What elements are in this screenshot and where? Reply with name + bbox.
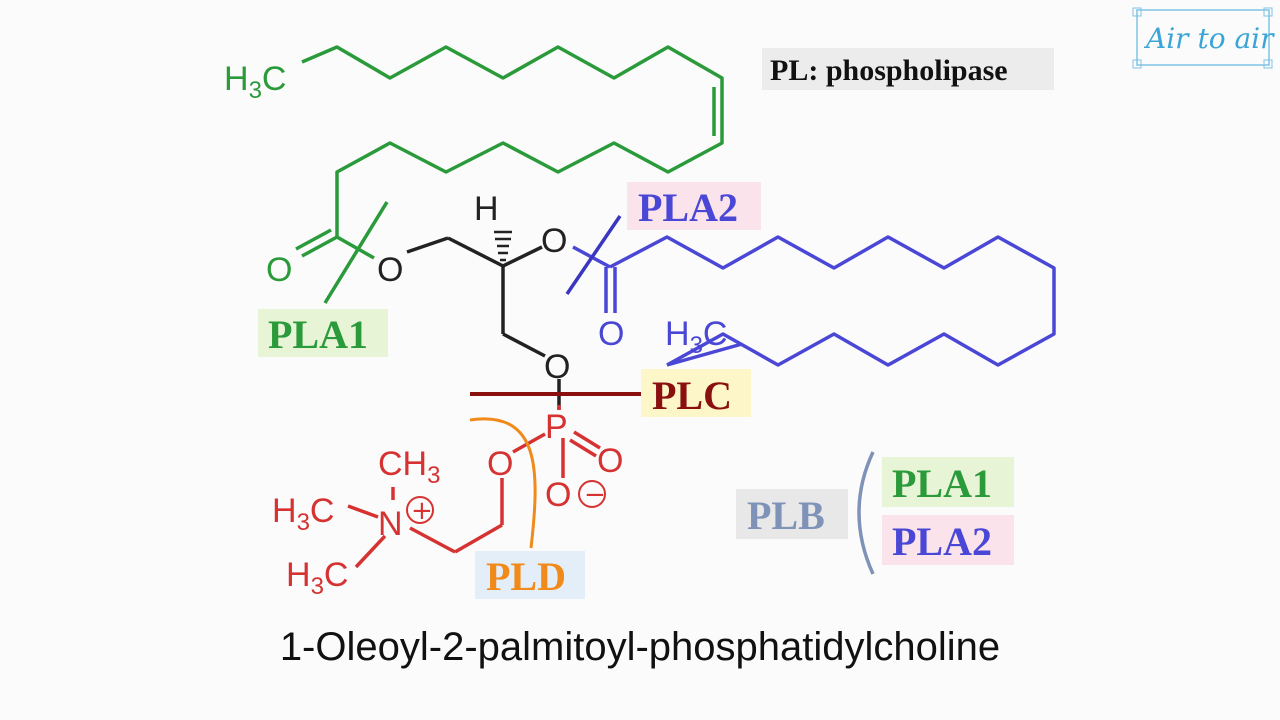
logo-text: Air to air bbox=[1143, 22, 1275, 55]
molecule-caption: 1-Oleoyl-2-palmitoyl-phosphatidylcholine bbox=[280, 625, 1000, 669]
pla2-cleavage-line bbox=[565, 215, 622, 295]
h3c-left2-label: H3C bbox=[286, 556, 348, 600]
oleoyl-chain bbox=[295, 45, 724, 260]
carbonyl-oxygen-1: O bbox=[266, 251, 292, 289]
h3c-palmitoyl-label: H3C bbox=[665, 315, 727, 359]
pla1-label-bg bbox=[258, 309, 388, 357]
plc-label: PLC bbox=[652, 373, 732, 418]
phosphate-choline-bonds bbox=[347, 405, 601, 569]
stereo-hash-bond bbox=[494, 230, 512, 262]
glycerol-backbone bbox=[406, 236, 561, 410]
palmitoyl-chain bbox=[572, 235, 1056, 367]
ester-oxygen-2: O bbox=[541, 222, 567, 260]
plb-pla1-label: PLA1 bbox=[892, 461, 992, 506]
legend: PL: phospholipase bbox=[762, 48, 1054, 90]
minus-sign: − bbox=[584, 480, 606, 510]
plus-sign: + bbox=[411, 496, 433, 526]
plb-bracket bbox=[857, 451, 875, 575]
pld-label-bg bbox=[475, 551, 585, 599]
phosphoryl-oxygen: O bbox=[597, 442, 623, 480]
phosphorus-atom: P bbox=[545, 408, 568, 446]
nitrogen-atom: N bbox=[378, 505, 403, 543]
pla1-label: PLA1 bbox=[268, 312, 368, 357]
pla2-label-bg bbox=[627, 182, 761, 230]
plb-pla2-label: PLA2 bbox=[892, 519, 992, 564]
pld-label: PLD bbox=[486, 554, 566, 599]
pla1-cleavage-line bbox=[323, 201, 389, 304]
phosphate-oxygen-minus: O bbox=[545, 476, 571, 514]
h3c-oleoyl-label: H3C bbox=[224, 60, 286, 104]
h3c-left1-label: H3C bbox=[272, 492, 334, 536]
plus-charge-icon bbox=[406, 496, 434, 524]
carbonyl-oxygen-2: O bbox=[598, 315, 624, 353]
air-to-air-logo: Air to air bbox=[1132, 7, 1275, 69]
minus-charge-icon bbox=[578, 480, 606, 508]
plb-label-bg bbox=[736, 489, 848, 539]
pla2-label: PLA2 bbox=[638, 185, 738, 230]
plb-label: PLB bbox=[747, 493, 825, 538]
stereo-hydrogen: H bbox=[474, 190, 499, 228]
plc-label-bg bbox=[641, 369, 751, 417]
ch3-top-label: CH3 bbox=[378, 445, 440, 489]
pld-cleavage-curve bbox=[469, 417, 537, 549]
plb-pla2-bg bbox=[882, 515, 1014, 565]
legend-text: PL: phospholipase bbox=[770, 54, 1008, 87]
plb-pla1-bg bbox=[882, 457, 1014, 507]
ester-oxygen-1: O bbox=[377, 251, 403, 289]
glycerol-oxygen: O bbox=[544, 348, 570, 386]
choline-oxygen: O bbox=[487, 445, 513, 483]
